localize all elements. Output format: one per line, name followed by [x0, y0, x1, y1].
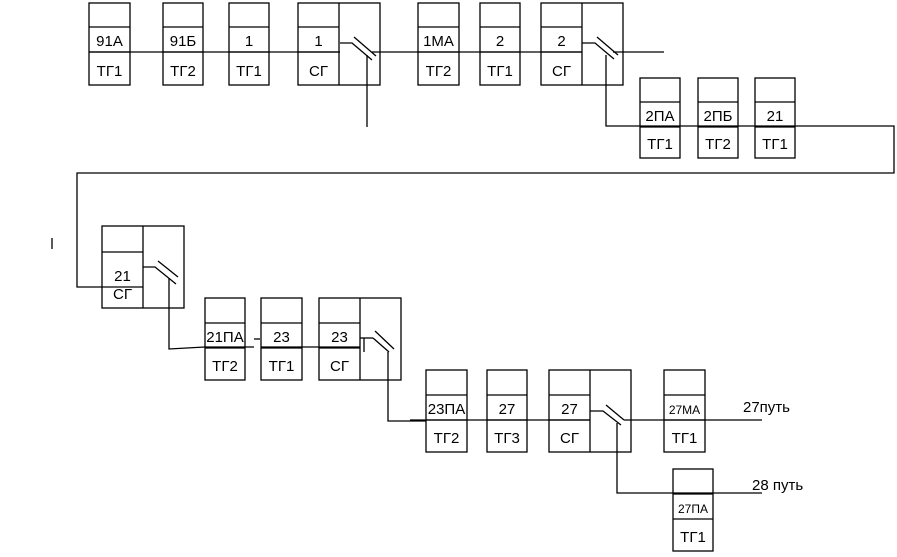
switch-27 [590, 410, 622, 426]
box-type: ТГ1 [647, 136, 673, 153]
switch-23-blade [374, 330, 395, 350]
box-number: 27 [499, 401, 516, 418]
box-number: 23ПА [428, 401, 465, 418]
box-type: ТГ2 [212, 358, 238, 375]
signal-boxes: 91АТГ191БТГ21ТГ11СГ1МАТГ22ТГ12СГ2ПАТГ12П… [88, 2, 796, 552]
box-type: СГ [552, 63, 571, 80]
box-number: 21 [114, 268, 131, 285]
box-number: 27МА [669, 403, 700, 417]
box-frame [162, 2, 204, 86]
box-type: СГ [309, 63, 328, 80]
box-frame [697, 77, 739, 159]
box-frame [417, 2, 460, 86]
box-number: 2 [496, 33, 504, 50]
box-number: 21 [767, 108, 784, 125]
box-type: ТГ1 [97, 63, 123, 80]
box-number: 91А [96, 33, 123, 50]
signal-box: 2ПБ ТГ2 [697, 77, 739, 159]
signal-box: 23ПА ТГ2 [425, 369, 468, 453]
box-frame [663, 369, 706, 453]
switch-1-blade [353, 36, 377, 57]
box-number: 91Б [170, 33, 197, 50]
switch-2-branch [76, 55, 895, 288]
box-frame [479, 2, 521, 86]
box-number: 1 [314, 33, 322, 50]
wiring-lines [51, 36, 895, 494]
switch-21-blade [157, 260, 179, 278]
box-number: 21ПА [206, 329, 243, 346]
signal-box: 27ПА ТГ1 [672, 468, 714, 552]
signal-box: 21ПА ТГ2 [204, 297, 246, 381]
box-number: 23 [273, 329, 290, 346]
box-number: 1МА [423, 33, 454, 50]
box-type: ТГ1 [762, 136, 788, 153]
box-type: ТГ1 [672, 430, 698, 447]
signal-box: 2ПА ТГ1 [639, 77, 681, 159]
box-type: СГ [330, 358, 349, 375]
box-frame [486, 369, 528, 453]
box-number: 2ПА [645, 108, 674, 125]
box-type: ТГ2 [170, 63, 196, 80]
box-type: ТГ2 [434, 430, 460, 447]
switch-27-branch [616, 423, 762, 494]
box-frame [260, 297, 303, 381]
switch-27-blade [605, 404, 625, 421]
box-type: ТГ1 [236, 63, 262, 80]
signal-box: 91А ТГ1 [88, 2, 131, 86]
switch-23-blade [372, 337, 390, 353]
signal-box: 91Б ТГ2 [162, 2, 204, 86]
track-27-label: 27путь [743, 399, 790, 416]
signal-box: 27МА ТГ1 [663, 369, 706, 453]
box-frame [88, 2, 131, 86]
box-type: ТГ1 [680, 529, 706, 546]
box-frame [754, 77, 796, 159]
box-type: ТГ3 [494, 430, 520, 447]
switch-2 [582, 42, 615, 60]
box-number: 1 [245, 33, 253, 50]
box-type: СГ [113, 286, 132, 303]
signal-box: 2СГ [540, 2, 624, 86]
switch-2-blade [596, 36, 619, 56]
box-type: ТГ1 [487, 63, 513, 80]
switch-21-branch [168, 278, 206, 350]
box-frame [228, 2, 270, 86]
box-number: 2ПБ [704, 108, 733, 125]
box-number: 2 [557, 33, 565, 50]
box-type: ТГ2 [705, 136, 731, 153]
switch-21 [143, 266, 177, 285]
signal-box: 1СГ [297, 2, 381, 86]
box-number: 27 [561, 401, 578, 418]
switch-1 [340, 42, 373, 61]
box-type: СГ [560, 430, 579, 447]
switch-23-branch [387, 352, 426, 422]
box-type: ТГ2 [426, 63, 452, 80]
signal-box: 1МА ТГ2 [417, 2, 460, 86]
box-frame [425, 369, 468, 453]
track-28-label: 28 путь [752, 477, 803, 494]
box-frame [672, 468, 714, 552]
box-frame [204, 297, 246, 381]
box-number: 27ПА [678, 502, 708, 516]
box-frame [639, 77, 681, 159]
box-number: 23 [331, 329, 348, 346]
box-type: ТГ1 [269, 358, 295, 375]
